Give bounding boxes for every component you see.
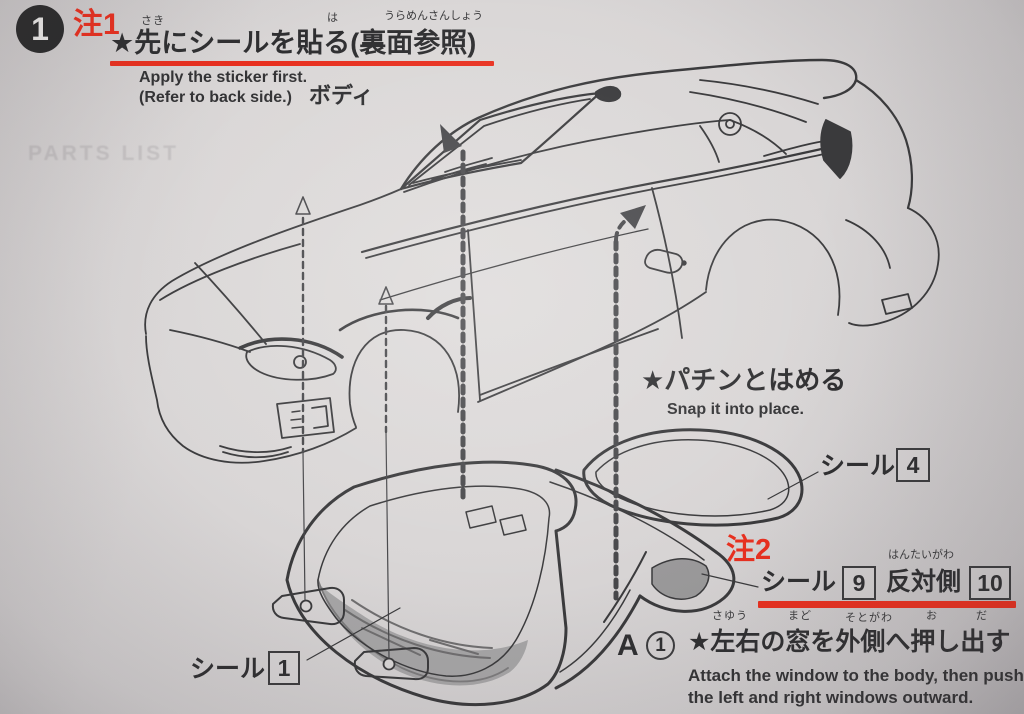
push-windows-en-1: Attach the window to the body, then push bbox=[688, 667, 1024, 685]
step-number-badge: 1 bbox=[16, 5, 64, 53]
furigana-sayuu: さゆう bbox=[712, 611, 748, 623]
circled-number: 1 bbox=[646, 631, 675, 660]
sticker10-number-box: 10 bbox=[969, 566, 1011, 600]
heading-english-1: Apply the sticker first. bbox=[139, 70, 307, 87]
furigana-sotogawa: そとがわ bbox=[845, 613, 893, 625]
heading-underline bbox=[110, 61, 494, 66]
step-heading: ★先にシールを貼る(裏面参照) bbox=[110, 29, 476, 57]
sticker4-label: シール bbox=[820, 453, 895, 479]
furigana-uramen: うらめんさんしょう bbox=[384, 11, 483, 23]
sticker1-number-box: 1 bbox=[268, 651, 300, 685]
part-a-letter: A bbox=[617, 630, 639, 662]
furigana-ha: は bbox=[327, 13, 339, 25]
sticker1-label: シール bbox=[190, 656, 265, 682]
sticker9-number-box: 9 bbox=[842, 566, 876, 600]
snap-note-jp: ★パチンとはめる bbox=[641, 367, 846, 394]
heading-english-2: (Refer to back side.) bbox=[139, 90, 292, 107]
window-unit-illustration bbox=[273, 462, 734, 704]
body-part-label: ボディ bbox=[309, 84, 373, 107]
push-windows-en-2: the left and right windows outward. bbox=[688, 689, 973, 707]
furigana-saki: さき bbox=[141, 16, 165, 28]
push-windows-jp: ★左右の窓を外側へ押し出す bbox=[688, 629, 1010, 655]
snap-note-en: Snap it into place. bbox=[667, 402, 804, 419]
furigana-da: だ bbox=[976, 611, 988, 623]
note2-underline bbox=[758, 601, 1016, 608]
sticker4-number-box: 4 bbox=[896, 448, 930, 482]
car-body-illustration bbox=[145, 60, 939, 463]
opposite-side-label: 反対側 bbox=[886, 569, 961, 595]
furigana-mado: まど bbox=[788, 611, 812, 623]
note2-label: 注2 bbox=[726, 535, 771, 565]
sticker9-label: シール bbox=[761, 569, 836, 595]
furigana-o: お bbox=[926, 611, 938, 623]
furigana-hantaigawa: はんたいがわ bbox=[888, 550, 954, 562]
assembly-arrows bbox=[296, 124, 646, 658]
